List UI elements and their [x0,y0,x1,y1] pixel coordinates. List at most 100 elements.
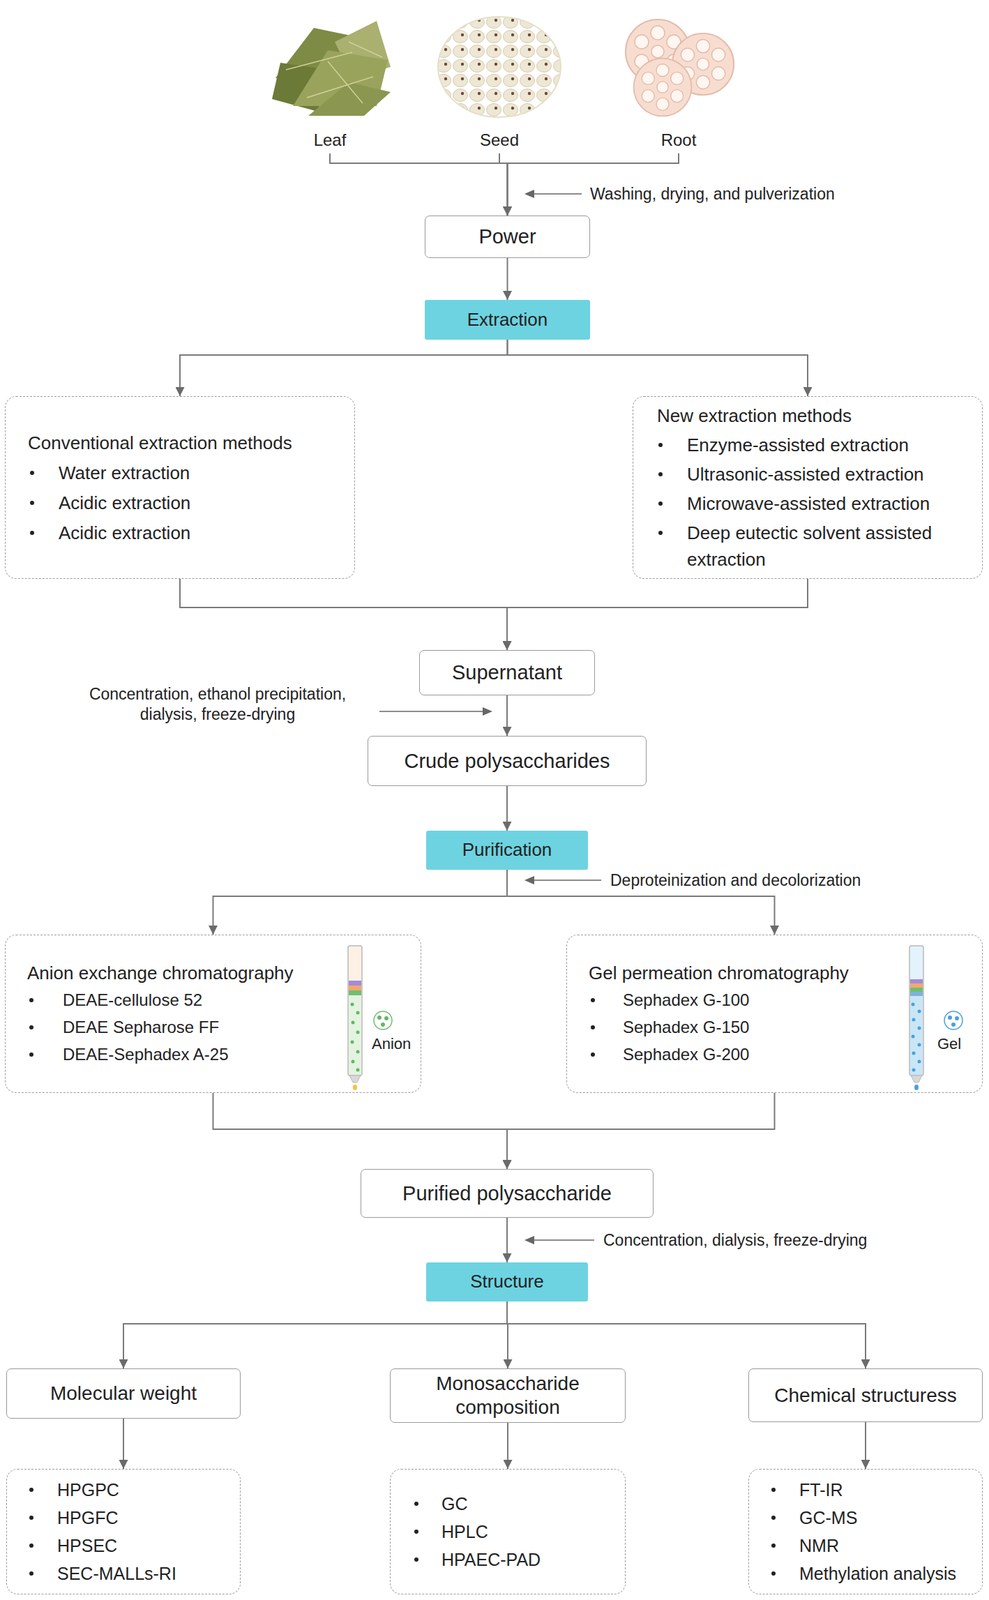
box-text: Extraction [467,308,549,331]
list-item-text: Sephadex G-150 [622,1017,750,1037]
bullet-dot [29,500,35,505]
stage-box: Extraction [424,299,591,340]
process-box: Molecular weight [6,1368,241,1419]
drop [914,1084,919,1091]
column-tip [910,1075,923,1083]
box-text: Structure [470,1270,545,1293]
list-item-text: Ultrasonic-assisted extraction [686,463,925,485]
list-item: Sephadex G-200 [567,1042,974,1068]
column-band [910,979,923,984]
list-item: Sephadex G-100 [567,987,974,1013]
list-heading: Anion exchange chromatography [27,962,294,984]
flow-connector [507,153,680,216]
photo-label: Leaf [313,130,347,151]
method-list-box: FT-IRGC-MSNMR Methylation analysis [748,1468,983,1595]
box-text: Purification [462,839,553,861]
bullet-dot [771,1571,776,1576]
list-item: Enzyme-assisted extraction [633,431,974,459]
column-band [910,991,923,996]
bullet-dot [29,1515,34,1520]
bullet-dot [414,1501,419,1506]
flow-connector [506,1217,508,1263]
list-item-text: DEAE Sepharose FF [62,1017,220,1037]
bead-callout-dots [947,1015,960,1027]
column-tube [909,945,924,1076]
column-band [910,983,923,988]
gel-column-icon [909,945,963,1091]
pointer-head [482,707,493,716]
list-item-text: HPLC [441,1521,489,1542]
bullet-dot [658,472,663,477]
bullet-dot [771,1543,776,1548]
pointer-line [532,879,602,881]
column-band [910,987,923,992]
list-item: FT-IR [749,1477,974,1503]
bead-callout [944,1011,963,1030]
list-heading: Gel permeation chromatography [588,962,849,984]
flow-connector [499,153,508,216]
flow-connector [329,153,508,216]
flow-connector [507,578,808,651]
bullet-dot [29,1543,34,1548]
list-item: NMR [749,1533,974,1559]
list-item-text: Enzyme-assisted extraction [686,434,909,456]
list-item: DEAE Sepharose FF [5,1014,413,1040]
list-item-text: Microwave-assisted extraction [686,493,930,515]
process-box: Purified polysaccharide [360,1168,654,1218]
flow-connector [507,1301,866,1369]
annotation-label: Deproteinization and decolorization [610,870,861,891]
method-list-box: Anion exchange chromatographyDEAE-cellul… [4,934,422,1093]
drop [352,1084,358,1091]
leaf-vein [285,41,383,104]
seed-pile [438,16,561,118]
flow-connector [179,578,508,651]
method-list-box: HPGPCHPGFCHPSECSEC-MALLs-RI [6,1468,241,1595]
list-item: GC [390,1491,617,1517]
list-heading: New extraction methods [657,405,852,427]
photo-label: Root [661,130,697,151]
pointer-line [532,1239,595,1241]
box-text: Monosaccharide composition [397,1371,618,1419]
list-item: SEC-MALLs-RI [6,1560,232,1587]
bullet-dot [414,1529,419,1534]
bead-callout [373,1011,392,1030]
list-item: Deep eutectic solvent assisted extractio… [633,519,974,573]
method-list-box: Conventional extraction methodsWater ext… [4,396,356,579]
root-illustration [625,19,734,116]
column-band [348,980,362,986]
photo-label: Seed [479,130,519,151]
list-item: HPLC [390,1519,617,1545]
flow-connector [179,339,508,397]
heading-row: Conventional extraction methods [27,429,346,457]
flow-connector [507,1092,775,1169]
list-item-text: Methylation analysis [799,1563,957,1584]
list-item: HPGPC [6,1477,232,1503]
list-item-text: HPAEC-PAD [441,1549,541,1570]
list-item-text: HPSEC [57,1535,118,1556]
list-item: GC-MS [749,1505,974,1531]
root-slice [633,58,692,117]
list-item: DEAE-Sephadex A-25 [5,1042,413,1068]
column-tube [348,945,362,1076]
seed-pile-edge [438,16,561,118]
process-box: Chemical structuress [748,1368,983,1423]
flow-connector [213,1092,508,1169]
anion-column-icon [348,945,392,1091]
photo-caption-node: Leaf [267,17,393,154]
column-tip [349,1075,361,1083]
annotation-label: Concentration, ethanol precipitation, di… [64,684,372,725]
bullet-dot [590,1025,595,1030]
list-item: Water extraction [5,459,346,487]
box-text: Chemical structuress [774,1383,957,1408]
list-item-text: Deep eutectic solvent assisted extractio… [686,522,932,570]
resin-beads [350,1002,360,1072]
box-text: Crude polysaccharides [404,749,611,774]
bullet-dot [590,998,595,1003]
box-text: Power [478,224,536,249]
list-item-text: Water extraction [58,462,190,484]
heading-row: Gel permeation chromatography [588,960,974,986]
method-list-box: Gel permeation chromatographySephadex G-… [566,934,983,1093]
bead-callout-dots [377,1015,389,1027]
process-box: Power [424,215,591,259]
bullet-dot [590,1052,595,1057]
